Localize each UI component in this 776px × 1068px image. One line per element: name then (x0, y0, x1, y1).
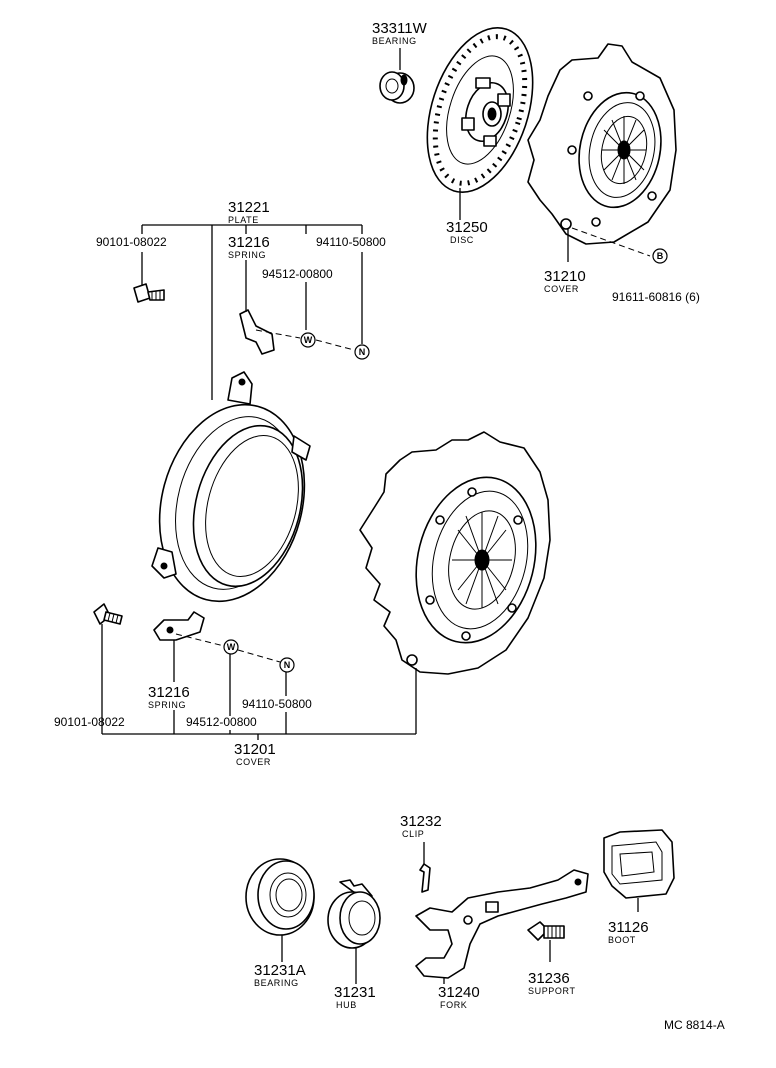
label-31210-number: 31210 (544, 268, 586, 285)
tag-n-lower: N (279, 657, 295, 673)
label-90101-lower-number: 90101-08022 (54, 715, 125, 729)
label-31201-number: 31201 (234, 741, 276, 758)
tag-w-upper-label: W (304, 335, 313, 345)
release-fork-31240 (415, 869, 589, 979)
label-94512-lower-number: 94512-00800 (186, 715, 257, 729)
label-31216-upper-number: 31216 (228, 234, 270, 251)
tag-n-upper-label: N (359, 347, 366, 357)
release-hub-31231 (327, 879, 381, 949)
label-31250-name: DISC (450, 235, 474, 245)
label-31232-name: CLIP (402, 829, 424, 839)
label-31231A-name: BEARING (254, 978, 299, 988)
label-94512-upper-number: 94512-00800 (262, 267, 333, 281)
label-91611-number: 91611-60816 (6) (612, 290, 700, 304)
label-31231-name: HUB (336, 1000, 357, 1010)
label-94110-lower-number: 94110-50800 (242, 697, 312, 711)
label-31236-number: 31236 (528, 970, 570, 987)
pilot-bearing-33311W (379, 71, 415, 104)
label-31221-name: PLATE (228, 215, 259, 225)
release-bearing-31231A (245, 858, 315, 936)
label-31240-number: 31240 (438, 984, 480, 1001)
tag-w-lower: W (223, 639, 239, 655)
clip-31232 (419, 863, 431, 893)
label-31236-name: SUPPORT (528, 986, 576, 996)
clutch-cover-31210 (527, 43, 677, 245)
tag-n-lower-label: N (284, 660, 291, 670)
retracting-spring-31216-upper (239, 309, 275, 355)
pressure-plate-31221 (151, 371, 311, 603)
clutch-disc-31250 (426, 27, 534, 193)
tag-b-label: B (657, 251, 664, 261)
bolt-90101-08022-upper (133, 283, 165, 303)
label-31210-name: COVER (544, 284, 579, 294)
tag-b: B (652, 248, 668, 264)
label-33311W-name: BEARING (372, 36, 417, 46)
label-33311W-number: 33311W (372, 20, 428, 37)
label-31216-lower-number: 31216 (148, 684, 190, 701)
label-31201-name: COVER (236, 757, 271, 767)
label-31231A-number: 31231A (254, 962, 306, 979)
label-31232-number: 31232 (400, 813, 442, 830)
label-90101-upper-number: 90101-08022 (96, 235, 167, 249)
label-31250-number: 31250 (446, 219, 488, 236)
label-31216-upper-name: SPRING (228, 250, 266, 260)
leader-lines (101, 224, 417, 740)
label-31126-name: BOOT (608, 935, 636, 945)
figure-code: MC 8814-A (664, 1018, 725, 1032)
tag-w-lower-label: W (227, 642, 236, 652)
bolt-90101-08022-lower (93, 603, 123, 625)
clutch-cover-31201 (359, 431, 551, 675)
boot-31126 (603, 829, 675, 899)
label-31221-number: 31221 (228, 199, 270, 216)
label-31216-lower-name: SPRING (148, 700, 186, 710)
label-94110-upper-number: 94110-50800 (316, 235, 386, 249)
label-31240-name: FORK (440, 1000, 467, 1010)
retracting-spring-31216-lower (153, 611, 205, 641)
tag-w-upper: W (300, 332, 316, 348)
support-31236 (527, 921, 565, 941)
label-31126-number: 31126 (608, 919, 649, 936)
tag-n-upper: N (354, 344, 370, 360)
label-31231-number: 31231 (334, 984, 376, 1001)
